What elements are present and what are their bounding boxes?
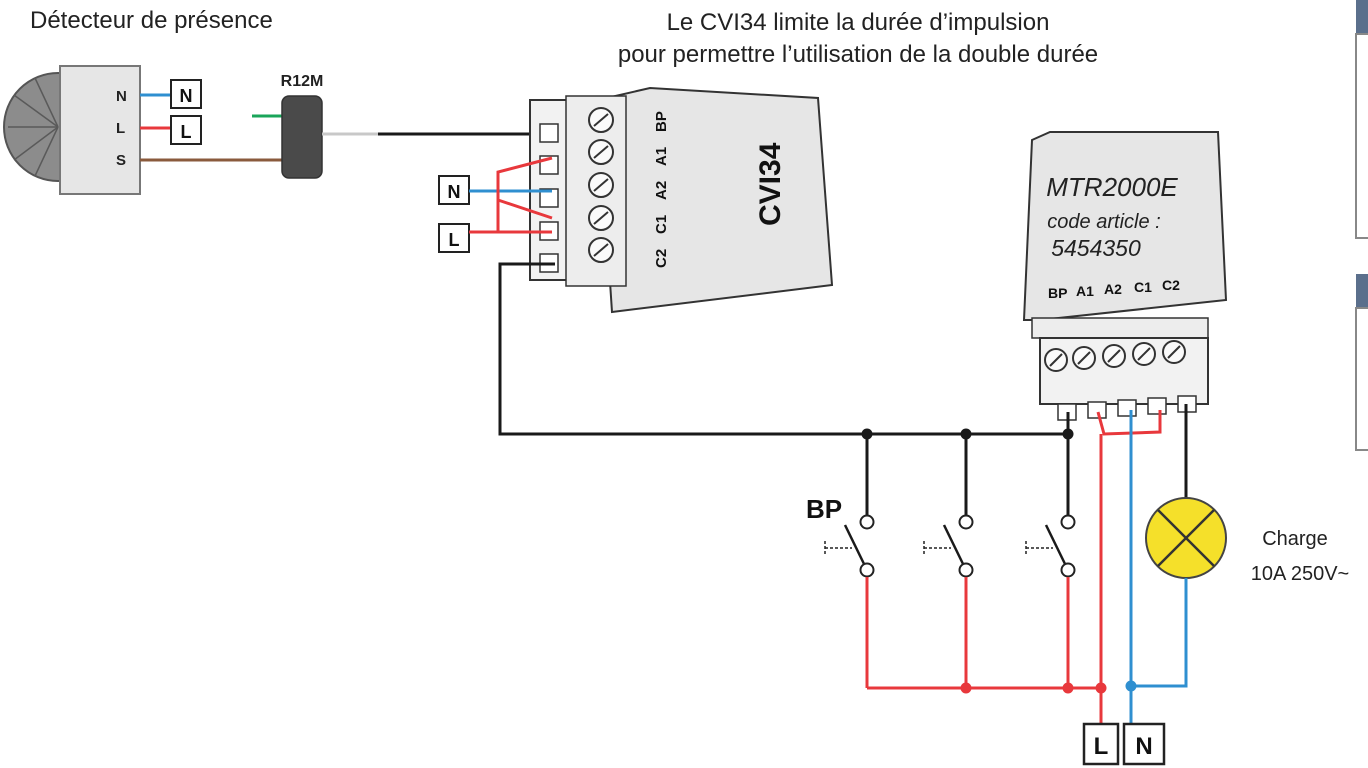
detector-live-box-label: L (181, 122, 192, 142)
junction-dots (861, 428, 1137, 694)
r12m-module (281, 95, 323, 179)
supply-neutral-label: N (1135, 733, 1152, 760)
cvi34-live-box (438, 223, 470, 253)
bp-common-wire (498, 262, 1068, 436)
detector-live-box (170, 115, 202, 145)
cvi-caption-line1: Le CVI34 limite la durée d’impulsion (667, 9, 1050, 36)
supply-neutral-box (1122, 722, 1166, 766)
side-panel-top (1355, 0, 1368, 239)
load-label: Charge (1262, 528, 1328, 550)
cvi34-terminal-a1: A1 (653, 147, 670, 166)
cvi34-live-wires (469, 156, 553, 234)
cvi34-terminal-labels: C2 C1 A2 A1 BP (653, 111, 670, 268)
cvi34-screw-slots (593, 113, 609, 257)
cvi34-terminal-bp: BP (653, 111, 670, 132)
cvi34-live-box-label: L (449, 230, 460, 250)
bp-label: BP (806, 494, 842, 524)
mtr-terminal-block (1039, 337, 1209, 405)
mtr-model: MTR2000E (1046, 172, 1178, 202)
cvi-caption-line2: pour permettre l’utilisation de la doubl… (618, 41, 1098, 68)
mtr-terminal-a2: A2 (1104, 281, 1122, 297)
detector-lens-segments (8, 77, 59, 177)
mtr-top-ridge (1031, 317, 1209, 339)
detector-body (59, 65, 141, 195)
detector-terminal-s: S (116, 152, 126, 169)
cvi34-neutral-box-label: N (448, 182, 461, 202)
cvi34-terminal-c2: C2 (653, 249, 670, 268)
mtr-terminal-c1: C1 (1134, 279, 1152, 295)
side-panel-bottom (1355, 274, 1368, 451)
supply-live-label: L (1094, 733, 1109, 760)
mtr-code: 5454350 (1051, 235, 1141, 261)
load-lamp (1145, 497, 1227, 579)
push-button-2 (923, 434, 974, 688)
mtr-body (1022, 131, 1228, 321)
lamp-neutral-wire (1131, 578, 1188, 688)
mtr-terminal-bp: BP (1048, 285, 1067, 301)
push-button-3 (1025, 434, 1076, 688)
detector-terminal-n: N (116, 88, 127, 105)
mtr2000e-module: MTR2000E code article : 5454350 BP A1 A2… (1022, 131, 1228, 421)
detector-neutral-box-label: N (180, 86, 193, 106)
mtr-screw-slots (1049, 345, 1181, 367)
mtr-terminal-c2: C2 (1162, 277, 1180, 293)
cvi34-body (596, 86, 834, 314)
detector-neutral-box (170, 79, 202, 109)
r12m-label: R12M (281, 73, 324, 90)
detector-terminal-l: L (116, 120, 125, 137)
cvi34-module: C2 C1 A2 A1 BP CVI34 (529, 86, 834, 314)
mtr-terminal-a1: A1 (1076, 283, 1094, 299)
presence-detector: N L S (3, 65, 141, 195)
supply-live-box (1082, 722, 1120, 766)
cvi34-name: CVI34 (754, 142, 787, 226)
cvi34-terminal-a2: A2 (653, 181, 670, 200)
cvi34-terminal-c1: C1 (653, 215, 670, 234)
detector-title: Détecteur de présence (30, 7, 273, 34)
mtr-code-label: code article : (1047, 211, 1160, 233)
load-rating: 10A 250V~ (1251, 563, 1349, 585)
push-button-1 (824, 434, 875, 688)
mtr-terminal-labels: BP A1 A2 C1 C2 (1048, 277, 1180, 301)
